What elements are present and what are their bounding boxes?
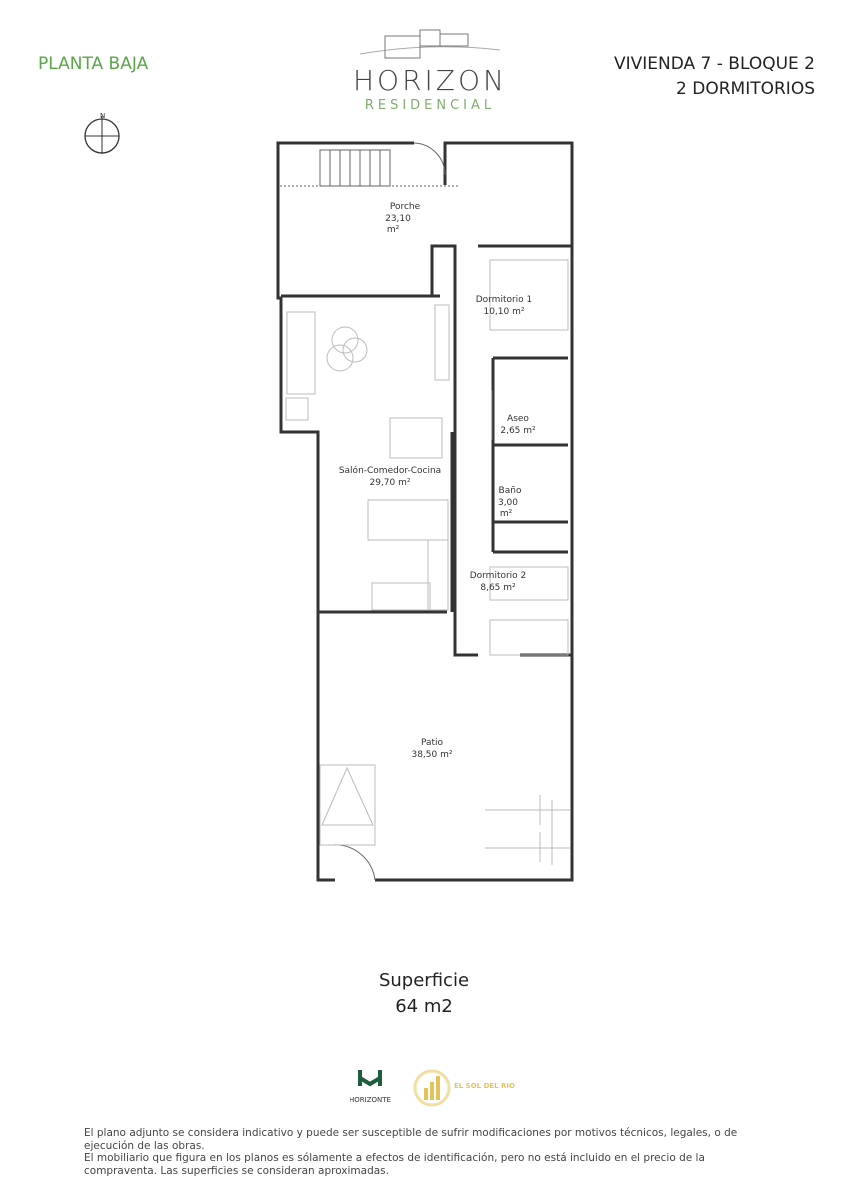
room-dormitorio2-name: Dormitorio 2 bbox=[470, 571, 527, 581]
room-dormitorio1-name: Dormitorio 1 bbox=[476, 295, 533, 305]
surface-label: Superficie bbox=[378, 970, 470, 991]
room-porche-area: 23,10 bbox=[385, 214, 411, 224]
unit-title: VIVIENDA 7 - BLOQUE 2 2 DORMITORIOS bbox=[614, 52, 815, 102]
logo-sub: RESIDENCIAL bbox=[364, 98, 496, 113]
room-dormitorio1-area: 10,10 m² bbox=[483, 307, 524, 317]
room-salon-name: Salón-Comedor-Cocina bbox=[339, 465, 441, 476]
room-labels: Porche 23,10 m² Dormitorio 1 10,10 m² As… bbox=[339, 202, 536, 760]
compass-icon: N bbox=[84, 112, 120, 154]
floor-label: PLANTA BAJA bbox=[38, 54, 149, 74]
logo-brand: HORIZON bbox=[353, 64, 507, 97]
floor-plan: Porche 23,10 m² Dormitorio 1 10,10 m² As… bbox=[276, 141, 574, 882]
room-patio-area: 38,50 m² bbox=[411, 750, 452, 760]
room-bano-unit: m² bbox=[500, 509, 513, 519]
disclaimer-line-2: El mobiliario que figura en los planos e… bbox=[84, 1152, 705, 1177]
room-porche-name: Porche bbox=[390, 202, 421, 212]
furniture bbox=[285, 259, 570, 865]
el-sol-logo-icon bbox=[413, 1069, 451, 1107]
surface-value: 64 m2 bbox=[395, 996, 453, 1017]
room-patio-name: Patio bbox=[421, 738, 444, 748]
north-label: N bbox=[100, 112, 105, 120]
room-bano-area: 3,00 bbox=[498, 498, 518, 508]
horizon-logo: HORIZON RESIDENCIAL bbox=[340, 24, 520, 119]
room-bano-name: Baño bbox=[499, 486, 522, 496]
room-salon-area: 29,70 m² bbox=[369, 478, 410, 488]
room-porche-unit: m² bbox=[387, 225, 400, 235]
fixtures bbox=[280, 142, 493, 881]
partner-logos: HORIZONTE EL SOL DEL RIO bbox=[349, 1069, 515, 1107]
house-sketch-icon bbox=[359, 29, 501, 59]
unit-line-1: VIVIENDA 7 - BLOQUE 2 bbox=[613, 54, 815, 74]
horizonte-logo-icon bbox=[358, 1070, 382, 1087]
el-sol-logo-text: EL SOL DEL RIO bbox=[454, 1082, 515, 1090]
unit-line-2: 2 DORMITORIOS bbox=[676, 79, 815, 99]
horizonte-logo-text: HORIZONTE bbox=[350, 1096, 391, 1104]
walls bbox=[276, 141, 574, 882]
room-aseo-area: 2,65 m² bbox=[500, 426, 536, 436]
footer-logos: HORIZONTE EL SOL DEL RIO bbox=[349, 1066, 570, 1110]
room-aseo-name: Aseo bbox=[507, 414, 529, 424]
surface-summary: Superficie 64 m2 bbox=[0, 968, 848, 1020]
room-dormitorio2-area: 8,65 m² bbox=[480, 583, 516, 593]
disclaimer-line-1: El plano adjunto se considera indicativo… bbox=[84, 1127, 738, 1152]
disclaimer: El plano adjunto se considera indicativo… bbox=[84, 1127, 774, 1177]
